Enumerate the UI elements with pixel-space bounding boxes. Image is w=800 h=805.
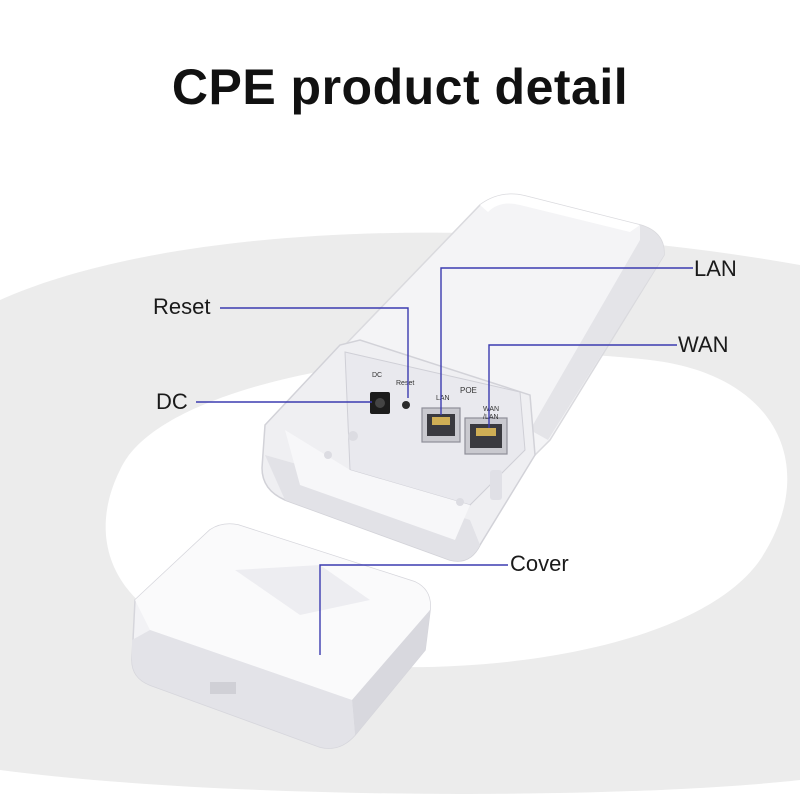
port-label-dc: DC — [372, 372, 382, 379]
port-label-lan: LAN — [436, 395, 450, 402]
lan-port — [421, 407, 461, 443]
port-label-wan-1: WAN — [483, 406, 499, 413]
callout-dc: DC — [156, 389, 188, 414]
leader-lan — [440, 267, 693, 415]
callout-lan: LAN — [694, 256, 737, 281]
cpe-body: DC Reset POE LAN WAN /LAN — [261, 193, 665, 562]
leader-cover — [319, 564, 508, 655]
leader-wan — [488, 344, 677, 428]
page-title: CPE product detail — [171, 59, 629, 115]
reset-hole — [402, 401, 410, 409]
callout-reset: Reset — [153, 294, 211, 319]
cover-part — [131, 523, 431, 749]
callout-wan: WAN — [678, 332, 729, 357]
wan-port — [464, 417, 508, 455]
leader-reset — [220, 307, 409, 398]
callout-cover: Cover — [510, 551, 569, 576]
port-label-wan-2: /LAN — [483, 414, 499, 421]
port-label-poe: POE — [460, 386, 477, 395]
port-label-reset: Reset — [396, 380, 414, 387]
leader-lines — [196, 267, 693, 655]
